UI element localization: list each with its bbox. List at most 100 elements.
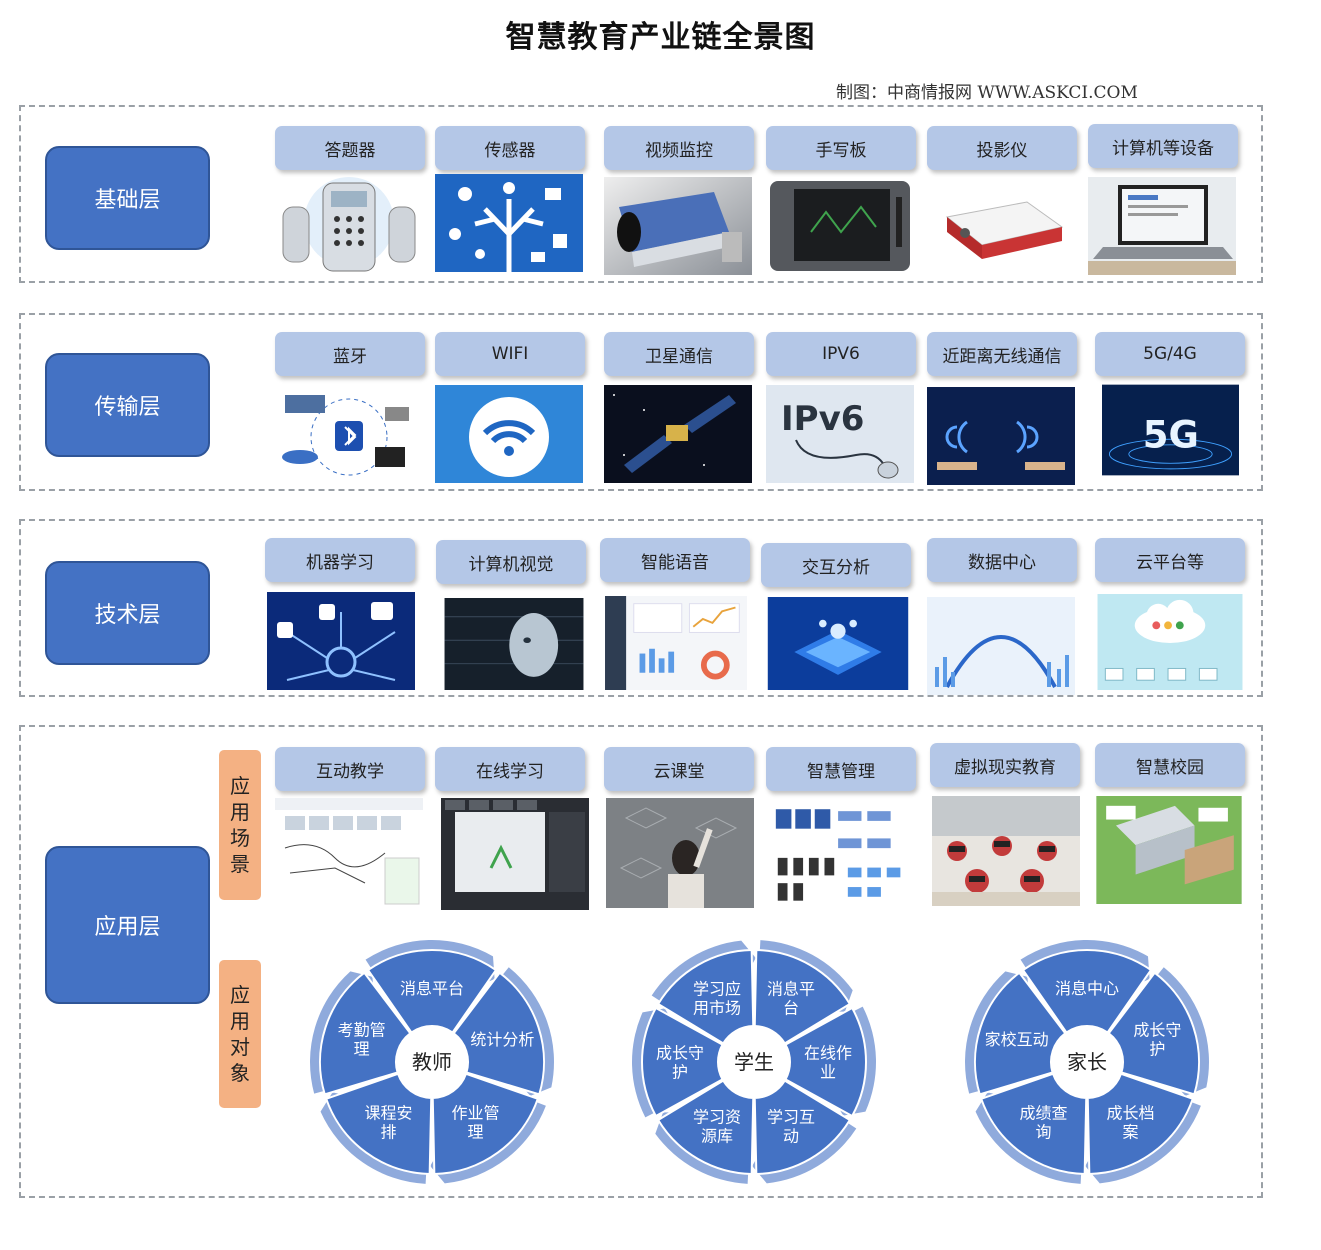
wheel-center [1053, 1028, 1121, 1096]
wheel-segment [452, 971, 545, 1096]
wheel-segment-label: 消息平台 [767, 979, 815, 1017]
wheel-segment-label: 学习互动 [767, 1108, 815, 1146]
tag-application-object: 应 用 对 象 [219, 960, 261, 1108]
wheel-segment [431, 1072, 540, 1175]
wheel-center-label: 学生 [734, 1050, 774, 1074]
wheel-center-label: 家长 [1067, 1050, 1107, 1074]
page-title: 智慧教育产业链全景图 [505, 20, 816, 55]
wheel-segment-label: 消息平台 [400, 979, 464, 998]
tablet-image [766, 177, 914, 275]
tag-application-scenario: 应 用 场 景 [219, 750, 261, 900]
transport-item-wifi: WIFI [435, 332, 585, 376]
online-learning-image [441, 798, 589, 910]
transport-item-nfc: 近距离无线通信 [927, 332, 1077, 376]
wheel-segment [324, 1072, 433, 1175]
wheel-teacher: 消息平台统计分析作业管理 课程安排 考勤管理教师 [302, 932, 562, 1192]
wheel-segment-label: 统计分析 [470, 1030, 534, 1049]
tech-item-cloud: 云平台等 [1095, 538, 1245, 582]
tech-item-speech: 智能语音 [600, 538, 750, 582]
wheel-segment [753, 1079, 852, 1175]
source-note: 制图：中商情报网 WWW.ASKCI.COM [836, 83, 1138, 103]
wheel-segment [1107, 971, 1200, 1096]
interaction-analysis-image [766, 597, 910, 690]
tag-char: 应 [230, 983, 250, 1007]
wheel-center-label: 教师 [412, 1050, 452, 1074]
wheel-student: 消息平台在线作业学习互动学习资源库 成长守护 学习应用市场学生 [624, 932, 884, 1192]
tag-char: 场 [230, 826, 250, 850]
tag-char: 应 [230, 774, 250, 798]
video-monitor-image [604, 177, 752, 275]
transport-item-satellite: 卫星通信 [604, 332, 754, 376]
transport-item-bluetooth: 蓝牙 [275, 332, 425, 376]
smart-campus-image [1095, 796, 1243, 904]
transport-item-5g4g: 5G/4G [1095, 332, 1245, 376]
wheel-segment [1021, 949, 1153, 1034]
tech-item-computer-vision: 计算机视觉 [436, 540, 586, 584]
app-item-interactive-teaching: 互动教学 [275, 747, 425, 791]
smart-management-image [770, 798, 914, 908]
wheel-segment-label: 考勤管理 [338, 1021, 386, 1059]
transport-item-ipv6: IPV6 [766, 332, 916, 376]
data-center-image [927, 597, 1075, 695]
base-item-computer: 计算机等设备 [1088, 124, 1238, 168]
app-item-vr-education: 虚拟现实教育 [930, 743, 1080, 787]
wheel-segment-label: 学习应用市场 [693, 979, 741, 1017]
tech-item-data-center: 数据中心 [927, 538, 1077, 582]
tag-char: 用 [230, 800, 250, 824]
wheel-segment-label: 消息中心 [1055, 979, 1119, 998]
wheel-segment-label: 成长档案 [1106, 1103, 1154, 1141]
base-layer-section [19, 105, 1263, 283]
tech-item-interaction-analysis: 交互分析 [761, 543, 911, 587]
layer-transport: 传输层 [45, 353, 210, 457]
tech-layer-section [19, 519, 1263, 697]
vr-education-image [932, 796, 1080, 906]
cloud-classroom-image [606, 798, 754, 908]
wheel-segment [974, 971, 1067, 1096]
wheel-segment-label: 作业管理 [451, 1103, 499, 1141]
layer-base: 基础层 [45, 146, 210, 250]
projector-image [927, 177, 1075, 275]
wheel-segment [1086, 1072, 1195, 1175]
wheel-parent: 消息中心成长守护成长档案成绩查询家校互动家长 [957, 932, 1217, 1192]
wheel-segment [641, 1006, 724, 1118]
base-item-projector: 投影仪 [927, 126, 1077, 170]
ipv6-image: IPv6 [766, 385, 914, 483]
speech-image [604, 596, 748, 690]
wheel-segment-label: 学习资源库 [693, 1108, 741, 1146]
wheel-segment-label: 成长守护 [656, 1044, 704, 1082]
app-item-smart-management: 智慧管理 [766, 747, 916, 791]
wheel-center [398, 1028, 466, 1096]
base-item-sensor: 传感器 [435, 126, 585, 170]
clicker-image [275, 177, 423, 275]
wheel-segment [979, 1072, 1088, 1175]
wheel-segment-label: 成长守护 [1133, 1021, 1181, 1059]
tech-item-machine-learning: 机器学习 [265, 538, 415, 582]
wifi-image [435, 385, 583, 483]
base-item-tablet: 手写板 [766, 126, 916, 170]
5g-image-text: 5G [1143, 414, 1199, 457]
tag-char: 景 [230, 852, 250, 876]
app-item-online-learning: 在线学习 [435, 747, 585, 791]
wheel-segment-label: 在线作业 [804, 1044, 852, 1082]
bluetooth-image [275, 387, 423, 485]
wheel-segment-label: 家校互动 [985, 1030, 1049, 1049]
satellite-image [604, 385, 752, 483]
app-layer-section [19, 725, 1263, 1198]
tag-char: 对 [230, 1035, 250, 1059]
base-item-clicker: 答题器 [275, 126, 425, 170]
base-item-video-monitor: 视频监控 [604, 126, 754, 170]
interactive-teaching-image [275, 798, 423, 908]
wheel-segment [319, 971, 412, 1096]
computer-vision-image [441, 598, 587, 690]
nfc-image [927, 387, 1075, 485]
computer-image [1088, 177, 1236, 275]
layer-tech: 技术层 [45, 561, 210, 665]
sensor-image [435, 174, 583, 272]
wheel-segment [753, 949, 852, 1045]
wheel-segment-label: 课程安排 [364, 1103, 412, 1141]
tag-char: 象 [230, 1061, 250, 1085]
wheel-segment [784, 1006, 867, 1118]
ipv6-image-text: IPv6 [781, 399, 864, 439]
wheel-segment [656, 949, 755, 1045]
layer-app: 应用层 [45, 846, 210, 1004]
